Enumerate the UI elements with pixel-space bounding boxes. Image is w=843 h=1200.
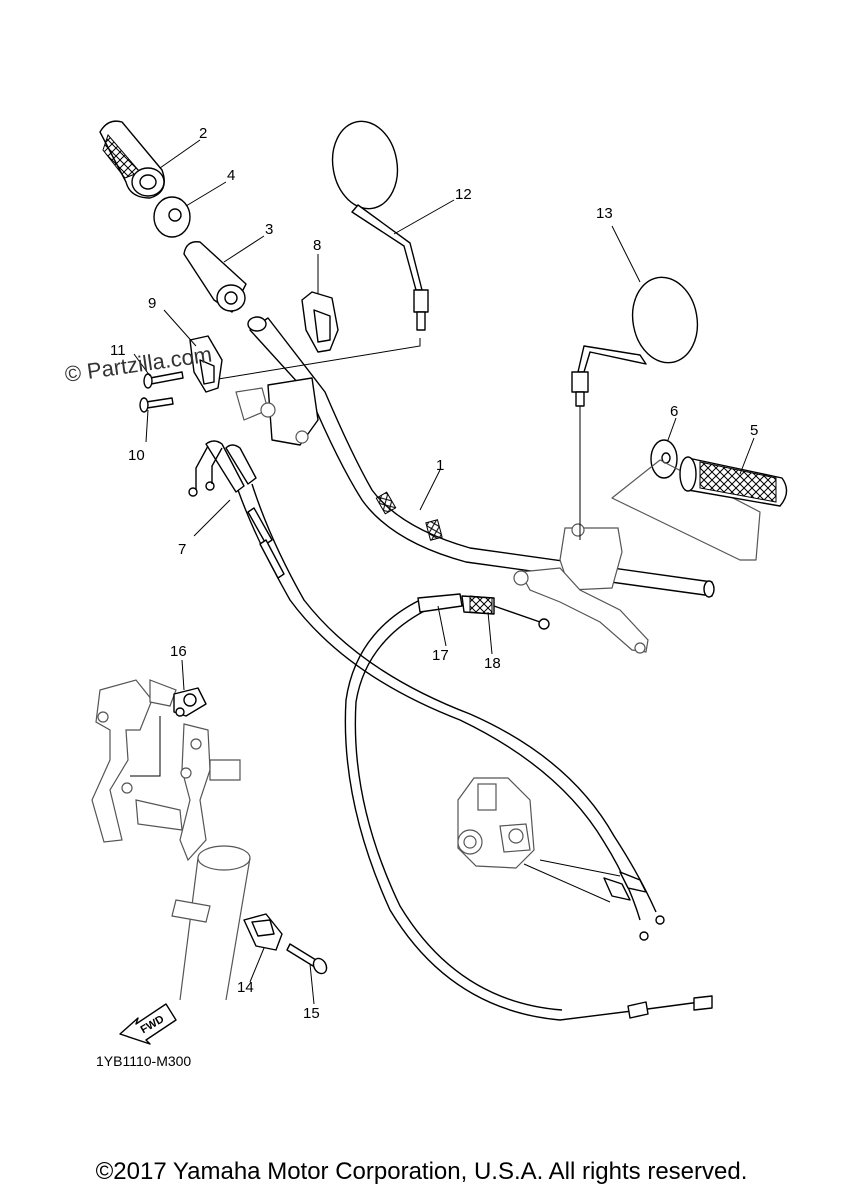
callout-17: 17 [432,647,449,664]
handlebar [199,316,715,654]
callout-15: 15 [303,1005,320,1022]
bolt-15 [286,943,328,975]
callout-9: 9 [148,295,156,312]
throttle-housing-upper [301,291,339,353]
left-mirror [331,120,429,331]
throttle-cable-assembly [188,440,665,941]
callout-18: 18 [484,655,501,672]
right-grip-washer [650,439,678,479]
callout-numbers: 2 4 3 8 9 11 10 12 13 6 5 1 7 17 18 16 1… [110,125,758,1022]
diagram-code: 1YB1110-M300 [96,1053,191,1069]
callout-11: 11 [110,342,126,359]
callout-7: 7 [178,541,186,558]
callout-8: 8 [313,237,321,254]
throttle-tube [183,241,247,313]
screw-10 [139,397,174,413]
leader-lines [133,139,755,1005]
cable-clamp-16 [130,687,207,777]
callout-1: 1 [436,457,444,474]
copyright-notice: ©2017 Yamaha Motor Corporation, U.S.A. A… [95,1158,748,1185]
clutch-cable [344,593,713,1021]
callout-2: 2 [199,125,207,142]
callout-4: 4 [227,167,235,184]
right-mirror [571,276,699,407]
right-grip [611,456,788,561]
left-grip [99,120,165,199]
screw-11 [143,371,184,389]
callout-3: 3 [265,221,273,238]
fork-tube [171,845,251,1001]
callout-13: 13 [596,205,613,222]
callout-16: 16 [170,643,187,660]
callout-10: 10 [128,447,145,464]
carburetor [457,777,621,903]
callout-12: 12 [455,186,472,203]
callout-6: 6 [670,403,678,420]
partzilla-watermark: © Partzilla.com [63,342,213,387]
cable-guide-14 [243,913,283,951]
callout-14: 14 [237,979,254,996]
fwd-arrow: FWD [119,1003,177,1045]
callout-5: 5 [750,422,758,439]
grip-washer [153,196,191,238]
frame-bracket [91,679,241,862]
throttle-housing-lower [189,335,223,393]
